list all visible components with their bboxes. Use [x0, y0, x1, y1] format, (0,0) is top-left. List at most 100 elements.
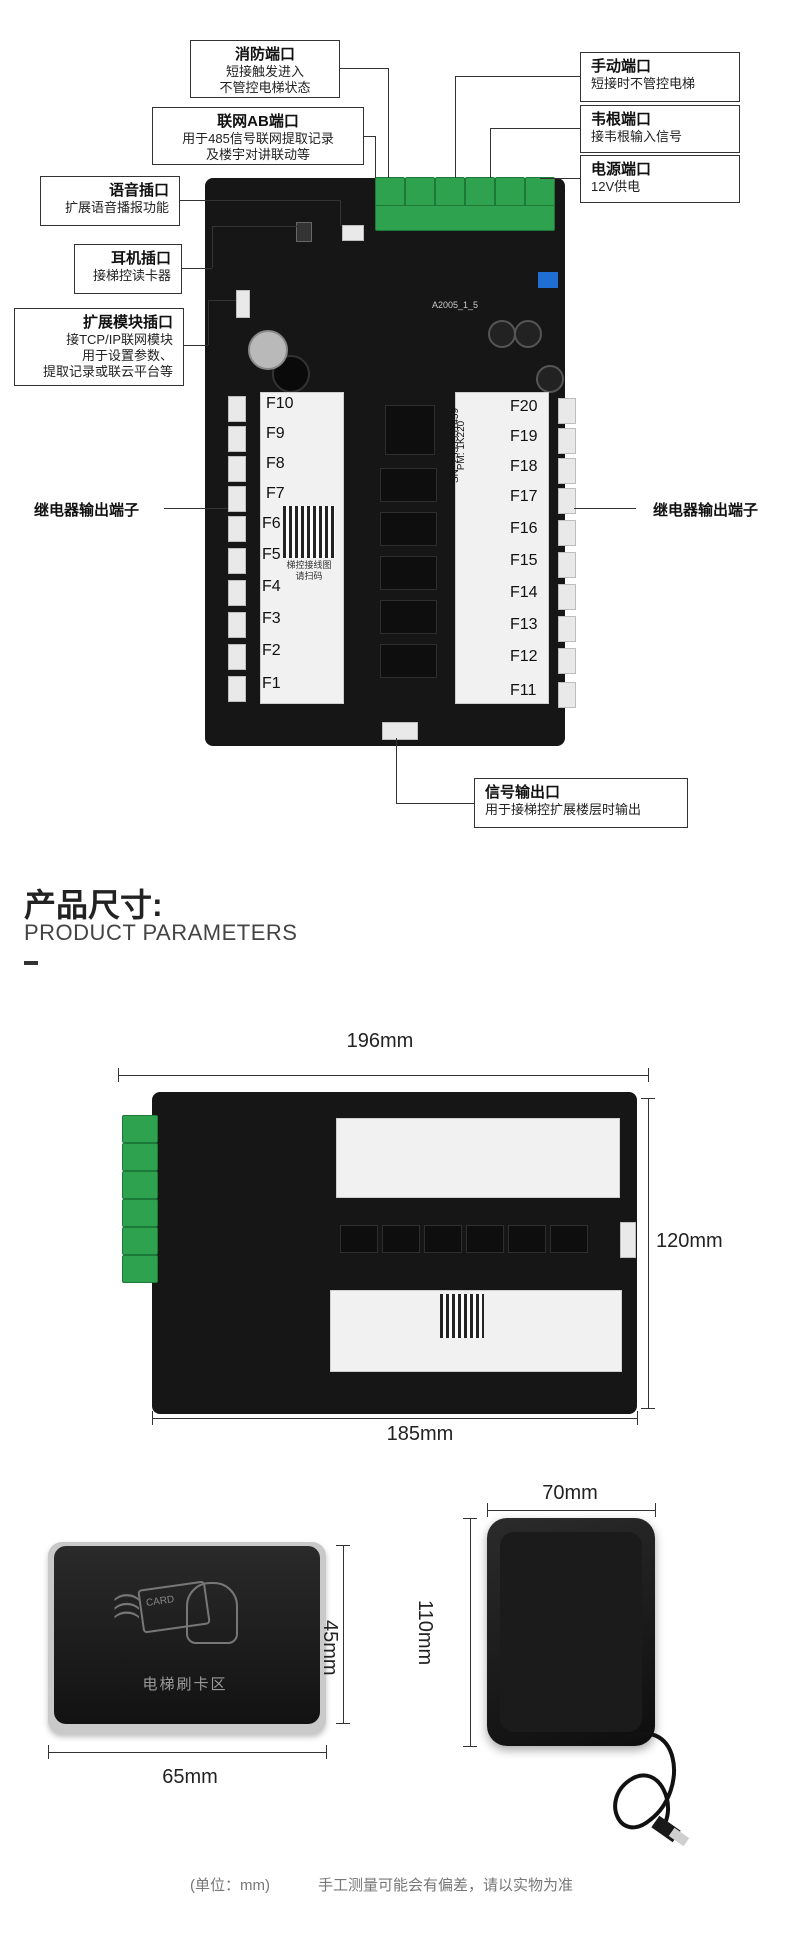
- coin-battery: [248, 330, 288, 370]
- relay-driver-chip: [380, 556, 437, 590]
- leader-line: [388, 68, 389, 178]
- dim-tick: [336, 1723, 350, 1724]
- leader-line: [490, 128, 580, 129]
- leader-line: [164, 508, 228, 509]
- floor-label-right: F20: [510, 398, 538, 415]
- callout-expansion-port: 扩展模块插口 接TCP/IP联网模块 用于设置参数、 提取记录或联云平台等: [14, 308, 184, 386]
- expansion-module-connector: [236, 290, 250, 318]
- dim-reader-width: 65mm: [162, 1766, 218, 1788]
- card-zone-text: 电梯刷卡区: [142, 1676, 228, 1693]
- floor-label-right: F11: [510, 682, 537, 699]
- earphone-jack: [296, 222, 312, 242]
- card-wave-icon: ))): [109, 1592, 140, 1619]
- dim-reader2-width: 70mm: [542, 1482, 598, 1504]
- dim-line-reader2-width: [487, 1510, 655, 1511]
- pm-mark: PM: 1K220: [456, 420, 468, 471]
- callout-signal-output: 信号输出口 用于接梯控扩展楼层时输出: [474, 778, 688, 828]
- floor-label-left: F10: [266, 395, 294, 412]
- dim-tick: [641, 1098, 655, 1099]
- landscape-top-panel: [336, 1118, 620, 1198]
- dim-tick: [152, 1411, 153, 1425]
- leader-line: [180, 200, 340, 201]
- callout-manual-port: 手动端口 短接时不管控电梯: [580, 52, 740, 102]
- main-chip: [385, 405, 435, 455]
- capacitor: [514, 320, 542, 348]
- dim-reader-height: 45mm: [319, 1620, 341, 1676]
- footnote-unit: (单位：mm): [190, 1877, 270, 1894]
- capacitor: [536, 365, 564, 393]
- floor-label-right: F19: [510, 428, 538, 445]
- callout-earphone-port: 耳机插口 接梯控读卡器: [74, 244, 182, 294]
- dim-line-reader2-height: [470, 1518, 471, 1746]
- section-title-en: PRODUCT PARAMETERS: [24, 920, 298, 945]
- dim-tick: [648, 1068, 649, 1082]
- floor-label-right: F15: [510, 552, 538, 569]
- floor-label-left: F3: [262, 610, 281, 627]
- floor-label-right: F18: [510, 458, 538, 475]
- floor-label-right: F16: [510, 520, 538, 537]
- dim-tick: [655, 1503, 656, 1517]
- dim-line-reader-height: [343, 1545, 344, 1723]
- leader-line: [182, 268, 212, 269]
- wiring-qr-code: [283, 506, 335, 558]
- leader-line: [364, 136, 376, 137]
- floor-label-left: F9: [266, 425, 285, 442]
- callout-power-port: 电源端口 12V供电: [580, 155, 740, 203]
- floor-label-left: F5: [262, 546, 281, 563]
- relay-driver-chip: [380, 600, 437, 634]
- usb-cable: [613, 1731, 690, 1847]
- leader-line: [396, 738, 397, 803]
- dim-tick: [118, 1068, 119, 1082]
- leader-line: [340, 200, 341, 226]
- signal-output-connector: [620, 1222, 636, 1258]
- dip-switch: [538, 272, 558, 288]
- relay-output-label-left: 继电器输出端子: [34, 502, 140, 519]
- dim-tick: [637, 1411, 638, 1425]
- dim-tick: [48, 1745, 49, 1759]
- dim-line-right: [648, 1098, 649, 1408]
- dim-tick: [641, 1408, 655, 1409]
- callout-voice-port: 语音插口 扩展语音播报功能: [40, 176, 180, 226]
- leader-line: [455, 76, 456, 178]
- board-model-mark: A2005_1_5: [432, 300, 479, 310]
- dim-tick: [463, 1518, 477, 1519]
- floor-label-left: F1: [262, 675, 281, 692]
- floor-label-right: F12: [510, 648, 538, 665]
- floor-label-left: F6: [262, 515, 281, 532]
- dim-reader2-height: 110mm: [414, 1600, 436, 1666]
- leader-line: [574, 508, 636, 509]
- wired-reader-inner-panel: [500, 1532, 642, 1732]
- wiring-qr-code: [440, 1294, 484, 1338]
- dim-width-bottom: 185mm: [386, 1423, 454, 1445]
- leader-line: [212, 226, 298, 227]
- signal-output-connector: [382, 722, 418, 740]
- leader-line: [455, 76, 580, 77]
- callout-fire-port: 消防端口 短接触发进入 不管控电梯状态: [190, 40, 340, 98]
- section-underline: [24, 961, 38, 965]
- qr-caption: 梯控接线图 请扫码: [286, 560, 332, 581]
- dim-height-right: 120mm: [656, 1230, 723, 1252]
- dim-tick: [326, 1745, 327, 1759]
- dim-line-reader-width: [48, 1752, 326, 1753]
- relay-output-label-right: 继电器输出端子: [653, 502, 759, 519]
- dim-line-bottom: [152, 1418, 637, 1419]
- floor-label-left: F7: [266, 485, 285, 502]
- hand-icon: [186, 1582, 238, 1644]
- dim-tick: [463, 1746, 477, 1747]
- footnote-note: 手工测量可能会有偏差，请以实物为准: [318, 1877, 574, 1894]
- leader-line: [212, 226, 213, 268]
- leader-line: [490, 128, 491, 178]
- floor-label-left: F4: [262, 578, 281, 595]
- leader-line: [375, 136, 376, 178]
- leader-line: [396, 803, 474, 804]
- floor-label-left: F2: [262, 642, 281, 659]
- capacitor: [488, 320, 516, 348]
- floor-label-left: F8: [266, 455, 285, 472]
- relay-driver-chip: [380, 512, 437, 546]
- voice-jack-connector: [342, 225, 364, 241]
- dim-width-top: 196mm: [346, 1030, 414, 1052]
- leader-line: [340, 68, 388, 69]
- dim-tick: [336, 1545, 350, 1546]
- callout-network-port: 联网AB端口 用于485信号联网提取记录 及楼宇对讲联动等: [152, 107, 364, 165]
- dim-line-top: [118, 1075, 648, 1076]
